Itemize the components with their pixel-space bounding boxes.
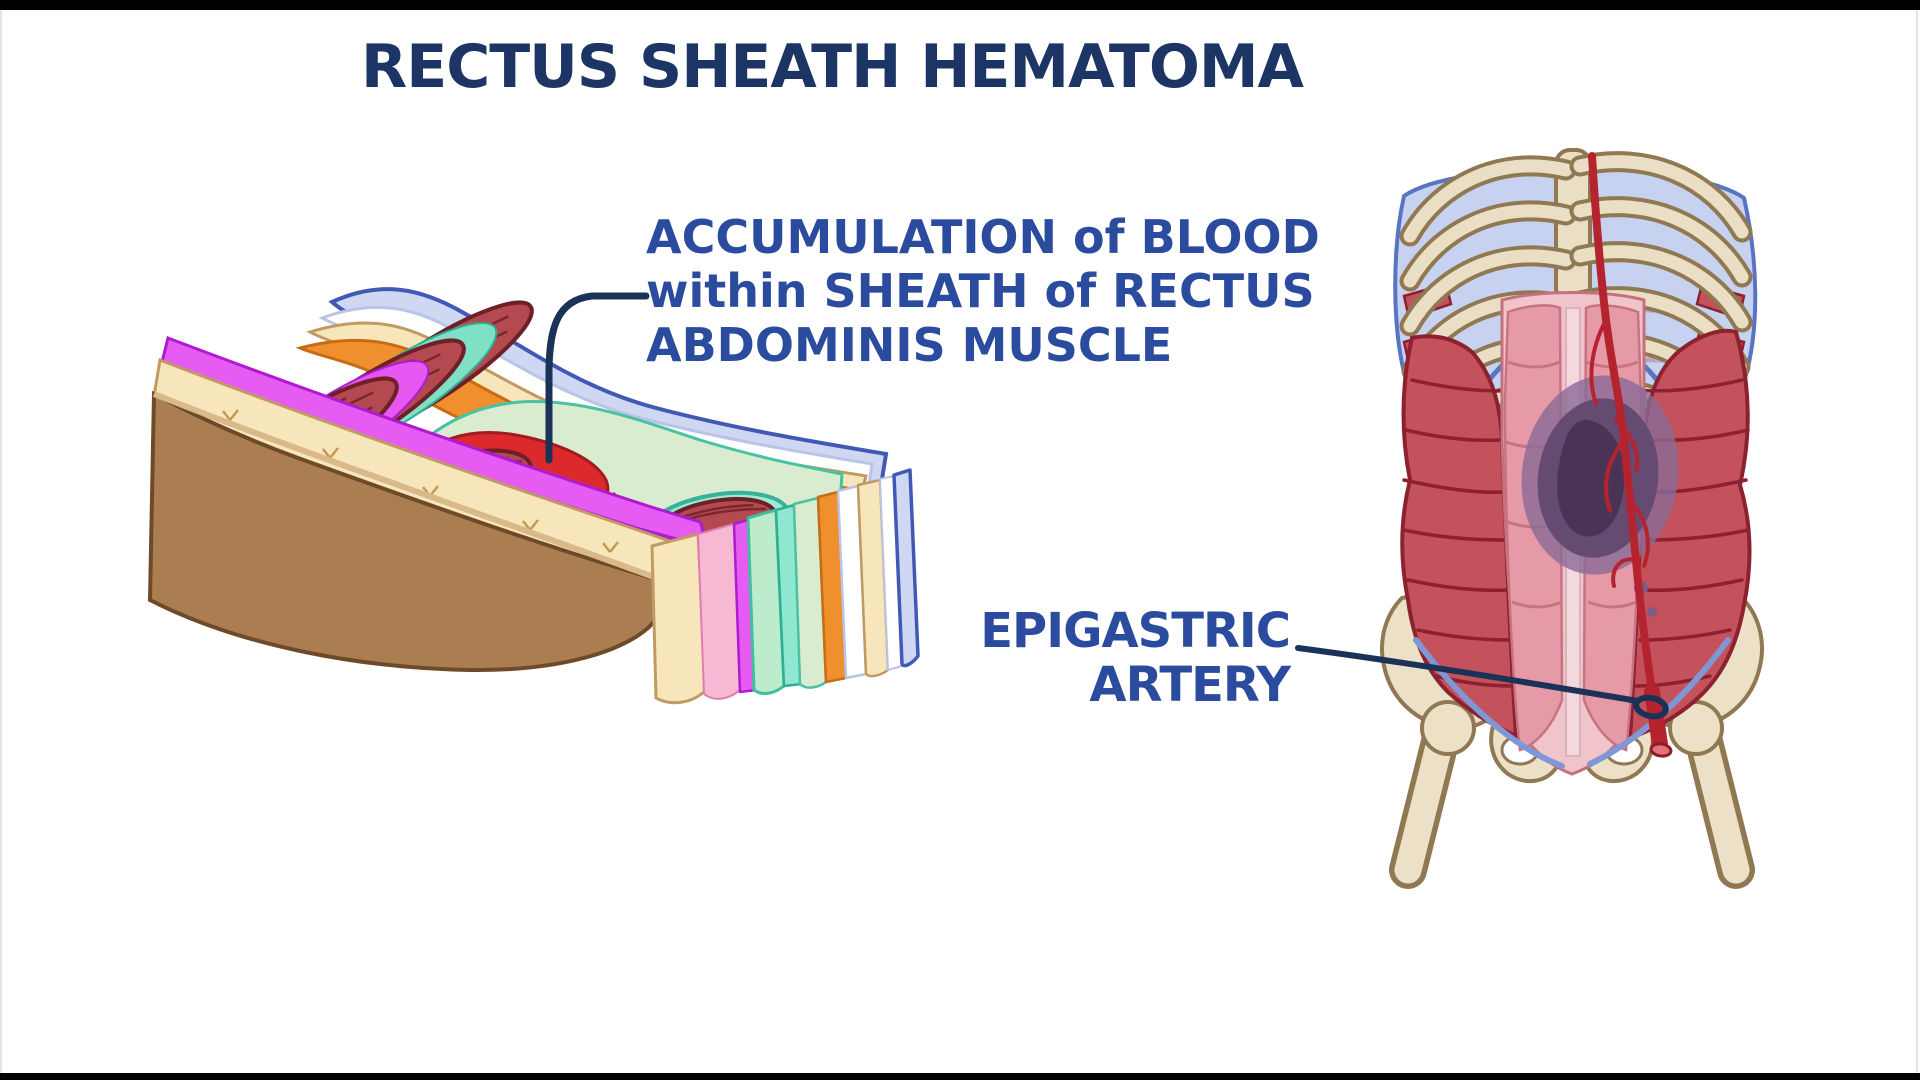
rib <box>1403 204 1573 288</box>
rib <box>1573 200 1749 284</box>
skin-top-edge <box>152 391 686 591</box>
page-title: RECTUS SHEATH HEMATOMA <box>361 32 1304 102</box>
peritoneum-cut-edge <box>892 468 920 668</box>
accumulation-line-3: ABDOMINIS MUSCLE <box>646 318 1173 372</box>
rib <box>1403 159 1573 243</box>
accumulation-leader-line <box>545 292 650 464</box>
epigastric-line-2: ARTERY <box>1089 657 1291 713</box>
artery-branch <box>1614 418 1640 472</box>
artery-branch <box>1611 557 1638 588</box>
torso-figure <box>1380 148 1764 889</box>
rib <box>1573 245 1749 329</box>
artery-branch <box>1604 438 1626 512</box>
artery-cut-opening <box>1649 742 1673 758</box>
bottom-frame-bar <box>0 1073 1920 1080</box>
cross-section-figure <box>147 287 920 705</box>
top-frame-bar <box>0 0 1920 10</box>
epigastric-leader-line <box>1295 645 1669 720</box>
cut-end-layer-stack <box>650 468 920 705</box>
accumulation-line-1: ACCUMULATION of BLOOD <box>646 210 1320 264</box>
epigastric-line-1: EPIGASTRIC <box>980 603 1291 659</box>
accumulation-line-2: within SHEATH of RECTUS <box>646 264 1315 318</box>
right-frame-line <box>1916 10 1918 1073</box>
epigastric-annotation: EPIGASTRIC ARTERY <box>940 603 1291 713</box>
artery-branch <box>1628 498 1650 568</box>
rib <box>1573 155 1749 239</box>
femur-right <box>1690 728 1750 884</box>
artery-branch <box>1589 318 1608 406</box>
left-frame-line <box>0 10 2 1073</box>
femur-left <box>1394 728 1454 884</box>
femoral-head-left <box>1420 700 1476 756</box>
fat-cut-edge <box>650 532 708 705</box>
rib <box>1403 249 1573 333</box>
accumulation-annotation: ACCUMULATION of BLOOD within SHEATH of R… <box>646 210 1320 372</box>
